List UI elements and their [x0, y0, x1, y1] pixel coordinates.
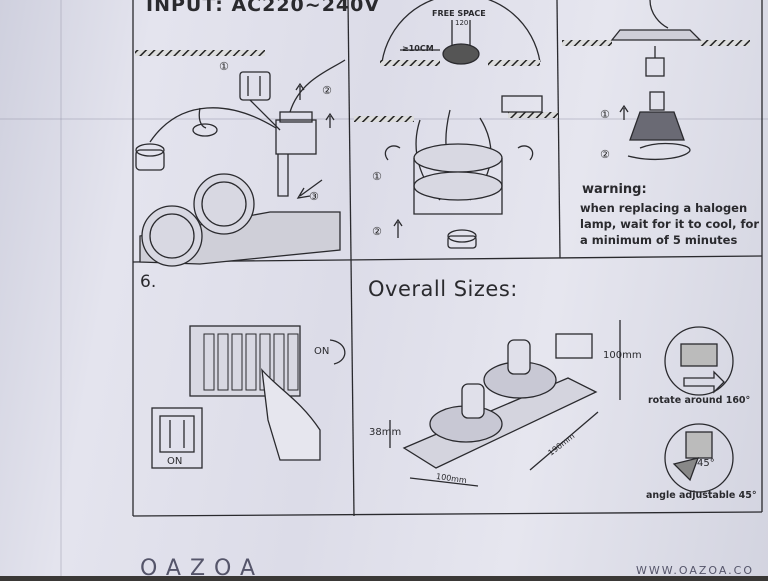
marker-2: ② — [322, 84, 332, 97]
hand — [261, 368, 321, 461]
cable-mid — [198, 107, 207, 129]
width-dim — [409, 477, 479, 487]
step-6-label: 6. — [140, 272, 157, 292]
panel-divider-mid — [347, 0, 355, 517]
cable-left — [149, 107, 277, 143]
lamp-ring-front — [141, 205, 203, 267]
free-space-arc — [381, 0, 541, 63]
cable — [649, 0, 669, 29]
mounting-clip — [277, 154, 289, 197]
switch-panel — [151, 325, 346, 469]
ceiling-hatch — [135, 50, 265, 56]
brand-logo-left: OAZOA — [140, 556, 265, 581]
marker-1: ① — [372, 170, 382, 183]
halogen-bulb — [629, 111, 685, 141]
fixture-top — [610, 29, 702, 41]
cable-right — [289, 59, 346, 113]
marker-2: ② — [372, 225, 382, 238]
twist-arrow — [627, 142, 691, 160]
warning-title: warning: — [582, 182, 647, 197]
wall-switch — [151, 407, 203, 469]
panel-divider-horizontal — [132, 255, 763, 263]
breaker-panel — [189, 325, 301, 397]
lamp-back — [507, 339, 531, 375]
rotate-arrow — [683, 370, 725, 394]
wiring-panel — [135, 50, 346, 267]
transformer-box — [275, 119, 317, 155]
driver-box — [555, 333, 593, 359]
angle-circle — [664, 423, 734, 493]
free-space-panel — [380, 0, 541, 66]
ring-lower — [413, 171, 503, 201]
socket — [645, 57, 665, 77]
rotate-arrow-left — [384, 145, 401, 161]
brand-url-right: WWW.OAZOA.CO — [636, 564, 755, 577]
length-dim — [529, 411, 599, 471]
rotate-arrow-right — [517, 145, 534, 161]
rotate-label: rotate around 160° — [648, 395, 751, 406]
depth-dimension: 38mm — [369, 427, 402, 438]
arrow-up — [295, 82, 305, 100]
bulb-base — [649, 91, 665, 111]
overall-sizes-title: Overall Sizes: — [368, 277, 518, 301]
lamp-neck — [451, 20, 471, 48]
rotate-circle — [664, 326, 734, 396]
switch-on-label: ON — [167, 456, 183, 467]
push-arrow — [393, 218, 403, 238]
ring-upper — [413, 143, 503, 173]
detail-pointer — [249, 99, 281, 131]
pull-arrow — [619, 104, 629, 120]
arrow-up — [325, 112, 335, 128]
panel-divider-right — [556, 0, 561, 259]
height-dimension: 100mm — [603, 350, 642, 361]
connector-mid — [192, 123, 218, 137]
angle-label: angle adjustable 45° — [646, 490, 757, 501]
on-arrow — [329, 339, 346, 365]
marker-2: ② — [600, 148, 610, 161]
connector-left — [135, 143, 165, 157]
lamp-front — [461, 383, 485, 419]
free-space-label: FREE SPACE — [432, 9, 486, 18]
paper-fold — [60, 0, 62, 576]
lamp-ring-back — [193, 173, 255, 235]
marker-1: ① — [600, 108, 610, 121]
distance-label: ≥10CM — [402, 44, 434, 53]
terminal-block-detail — [239, 71, 271, 101]
angle-value: 45° — [697, 458, 715, 469]
connector — [447, 229, 477, 243]
sizes-panel — [389, 320, 734, 493]
breaker-on-label: ON — [314, 346, 330, 357]
free-space-value: 120 — [455, 19, 469, 27]
bulb-panel — [562, 0, 750, 160]
marker-1: ① — [219, 60, 229, 73]
panel-border-bottom — [132, 511, 763, 517]
input-voltage-label: INPUT: AC220~240V — [146, 0, 381, 16]
arrow-in — [296, 179, 323, 199]
insertion-panel — [354, 95, 558, 249]
driver-box — [501, 95, 543, 113]
warning-body: when replacing a halogen lamp, wait for … — [580, 201, 760, 247]
marker-3: ③ — [309, 190, 319, 203]
